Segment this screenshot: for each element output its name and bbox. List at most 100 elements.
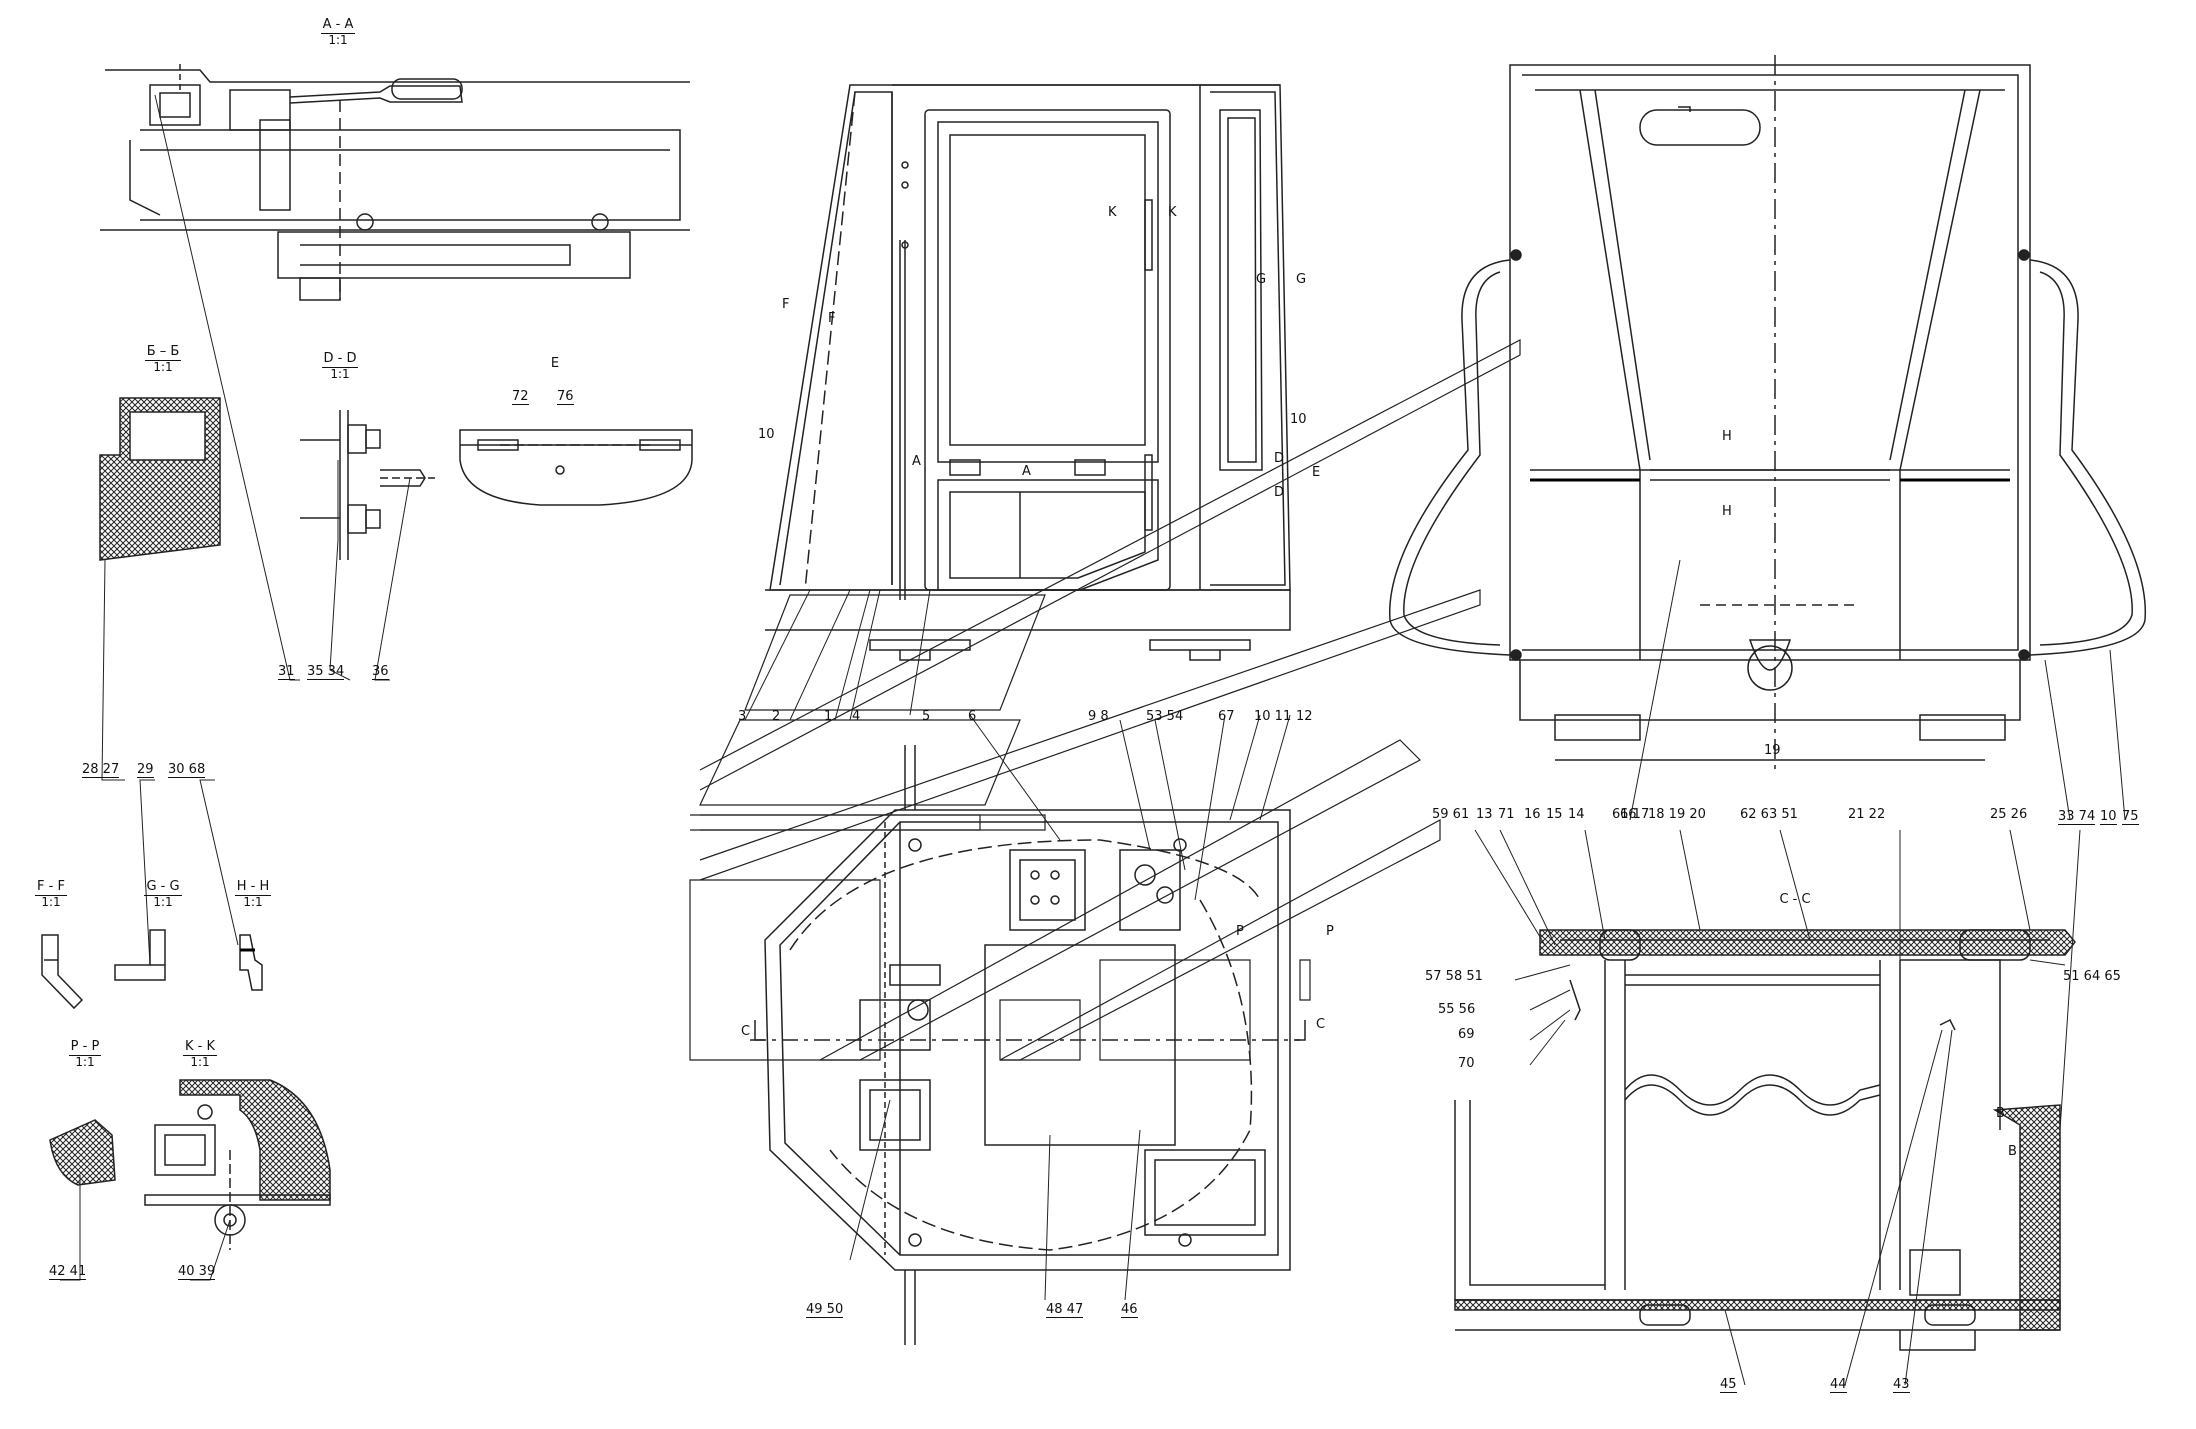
callout-10-11: 10 11 bbox=[1254, 709, 1292, 724]
marker-b-upper: B bbox=[1996, 1106, 2005, 1121]
callout-55-56: 55 56 bbox=[1438, 1002, 1476, 1017]
section-hh-scale: 1:1 bbox=[243, 894, 263, 909]
section-title-bb: Б – Б 1:1 bbox=[138, 344, 188, 375]
marker-p-right: P bbox=[1326, 924, 1334, 939]
section-e-title: E bbox=[550, 356, 560, 371]
marker-g-right: G bbox=[1296, 272, 1307, 287]
callout-25-26: 25 26 bbox=[1990, 807, 2028, 822]
callout-76: 76 bbox=[557, 389, 574, 405]
callout-21-22: 21 22 bbox=[1848, 807, 1886, 822]
section-title-e: E bbox=[545, 356, 565, 372]
callout-15: 15 bbox=[1546, 807, 1563, 822]
marker-h-upper: H bbox=[1722, 429, 1732, 444]
callout-19-rear: 19 bbox=[1764, 743, 1781, 758]
callout-30-68: 30 68 bbox=[168, 762, 206, 778]
section-dd-title: D - D bbox=[321, 351, 359, 368]
section-title-aa: A - A 1:1 bbox=[308, 17, 368, 48]
callout-75: 75 bbox=[2122, 809, 2139, 825]
callout-62-63-51: 62 63 51 bbox=[1740, 807, 1798, 822]
marker-a-left: A bbox=[912, 454, 921, 469]
section-kk-view bbox=[145, 1080, 330, 1250]
section-title-ff: F - F 1:1 bbox=[26, 879, 76, 910]
front-door-view bbox=[765, 85, 1290, 660]
callout-4: 4 bbox=[852, 709, 861, 724]
section-aa-view bbox=[100, 60, 690, 300]
callout-2: 2 bbox=[772, 709, 781, 724]
section-title-hh: H - H 1:1 bbox=[228, 879, 278, 910]
marker-e: E bbox=[1312, 465, 1321, 480]
plan-view bbox=[750, 745, 1305, 1345]
callout-35-34: 35 34 bbox=[307, 664, 345, 680]
marker-f-lower: F bbox=[828, 311, 836, 326]
marker-a-right: A bbox=[1022, 464, 1031, 479]
callout-12: 12 bbox=[1296, 709, 1313, 724]
callout-16: 16 bbox=[1524, 807, 1541, 822]
callout-5: 5 bbox=[922, 709, 931, 724]
section-dd-scale: 1:1 bbox=[330, 366, 350, 381]
section-pp-view bbox=[50, 1120, 115, 1185]
callout-71: 71 bbox=[1498, 807, 1515, 822]
callout-40-39: 40 39 bbox=[178, 1264, 216, 1280]
callout-10-rear: 10 bbox=[2100, 809, 2117, 825]
callout-57-58-51: 57 58 51 bbox=[1425, 969, 1483, 984]
callout-31: 31 bbox=[278, 664, 295, 680]
callout-46: 46 bbox=[1121, 1302, 1138, 1318]
marker-h-lower: H bbox=[1722, 504, 1732, 519]
section-gg-title: G - G bbox=[144, 879, 182, 896]
section-bb-view bbox=[100, 398, 220, 560]
section-aa-title: A - A bbox=[320, 17, 356, 34]
section-title-pp: P - P 1:1 bbox=[60, 1039, 110, 1070]
callout-29: 29 bbox=[137, 762, 154, 778]
section-kk-scale: 1:1 bbox=[190, 1054, 210, 1069]
section-ff-title: F - F bbox=[35, 879, 67, 896]
callout-43: 43 bbox=[1893, 1377, 1910, 1393]
section-ff-scale: 1:1 bbox=[41, 894, 61, 909]
leader-lines bbox=[60, 95, 2125, 1385]
marker-k-right: K bbox=[1168, 205, 1177, 220]
callout-53-54: 53 54 bbox=[1146, 709, 1184, 724]
section-bb-title: Б – Б bbox=[144, 344, 182, 361]
section-ff-view bbox=[42, 935, 82, 1008]
section-kk-title: K - K bbox=[182, 1039, 217, 1056]
callout-42-41: 42 41 bbox=[49, 1264, 87, 1280]
marker-g-left: G bbox=[1256, 272, 1267, 287]
callout-61-17: 61 17 bbox=[1612, 807, 1650, 822]
marker-b-lower: B bbox=[2008, 1144, 2017, 1159]
callout-36: 36 bbox=[372, 664, 389, 680]
callout-48-47: 48 47 bbox=[1046, 1302, 1084, 1318]
callout-10-door-right: 10 bbox=[1290, 412, 1307, 427]
section-bb-scale: 1:1 bbox=[153, 359, 173, 374]
view-e bbox=[460, 430, 692, 505]
callout-51-64-65: 51 64 65 bbox=[2063, 969, 2121, 984]
rear-window-view bbox=[1390, 55, 2146, 770]
section-title-dd: D - D 1:1 bbox=[310, 351, 370, 382]
callout-1: 1 bbox=[824, 709, 833, 724]
callout-72: 72 bbox=[512, 389, 529, 405]
callout-33-74: 33 74 bbox=[2058, 809, 2096, 825]
callout-14: 14 bbox=[1568, 807, 1585, 822]
section-pp-scale: 1:1 bbox=[75, 1054, 95, 1069]
callout-6: 6 bbox=[968, 709, 977, 724]
outline-arrow-overlay bbox=[690, 340, 1520, 1060]
marker-c-left: C bbox=[741, 1024, 751, 1039]
callout-66: 66 bbox=[1620, 807, 1637, 822]
section-hh-title: H - H bbox=[234, 879, 272, 896]
callout-69: 69 bbox=[1458, 1027, 1475, 1042]
marker-p-left: P bbox=[1236, 924, 1244, 939]
section-gg-scale: 1:1 bbox=[153, 894, 173, 909]
marker-c-right: C bbox=[1316, 1017, 1326, 1032]
section-cc-view bbox=[1455, 930, 2075, 1350]
callout-18-19-20: 18 19 20 bbox=[1648, 807, 1706, 822]
section-title-gg: G - G 1:1 bbox=[138, 879, 188, 910]
section-pp-title: P - P bbox=[68, 1039, 102, 1056]
callout-70: 70 bbox=[1458, 1056, 1475, 1071]
callout-45: 45 bbox=[1720, 1377, 1737, 1393]
callout-9-8: 9 8 bbox=[1088, 709, 1109, 724]
callout-67: 67 bbox=[1218, 709, 1235, 724]
marker-k-left: K bbox=[1108, 205, 1117, 220]
marker-d-lower: D bbox=[1274, 485, 1285, 500]
section-title-cc: С - С bbox=[1775, 892, 1815, 908]
callout-10-door-left: 10 bbox=[758, 427, 775, 442]
section-aa-scale: 1:1 bbox=[328, 32, 348, 47]
